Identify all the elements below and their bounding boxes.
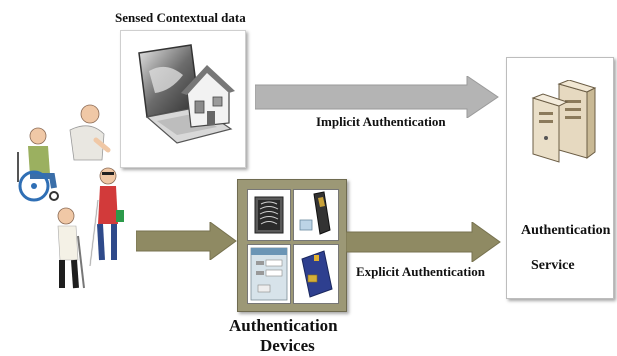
fingerprint-sensor-icon bbox=[254, 196, 284, 234]
authentication-service-box: Authentication Service bbox=[506, 57, 614, 299]
explicit-authentication-arrow bbox=[346, 222, 501, 262]
authentication-devices-label-line2: Devices bbox=[260, 336, 315, 355]
blind-person-with-cane-icon bbox=[89, 167, 124, 267]
explicit-authentication-label: Explicit Authentication bbox=[356, 264, 485, 279]
usb-token-tile bbox=[293, 189, 339, 241]
laptop-and-house-icon bbox=[138, 44, 235, 144]
authentication-service-label-line1: Authentication bbox=[521, 223, 611, 238]
implicit-authentication-label: Implicit Authentication bbox=[316, 114, 446, 129]
users-illustration bbox=[17, 104, 124, 289]
elderly-man-icon bbox=[69, 104, 111, 161]
sensed-context-image bbox=[120, 30, 246, 168]
sensed-contextual-data-label: Sensed Contextual data bbox=[115, 10, 246, 25]
smart-card-tile bbox=[293, 244, 339, 304]
users-to-devices-arrow bbox=[136, 222, 237, 260]
authentication-devices-panel bbox=[237, 179, 347, 312]
wheelchair-user-icon bbox=[17, 127, 59, 202]
server-icon bbox=[531, 80, 597, 163]
person-with-crutch-icon bbox=[57, 207, 85, 289]
keypad-login-tile bbox=[247, 244, 291, 304]
authentication-service-label-line2: Service bbox=[531, 258, 575, 273]
keypad-login-icon bbox=[250, 247, 288, 301]
usb-token-icon bbox=[299, 191, 331, 235]
authentication-devices-label-line1: Authentication bbox=[229, 316, 338, 335]
fingerprint-sensor-tile bbox=[247, 189, 291, 241]
smart-card-icon bbox=[301, 250, 333, 298]
implicit-authentication-arrow bbox=[255, 76, 499, 118]
